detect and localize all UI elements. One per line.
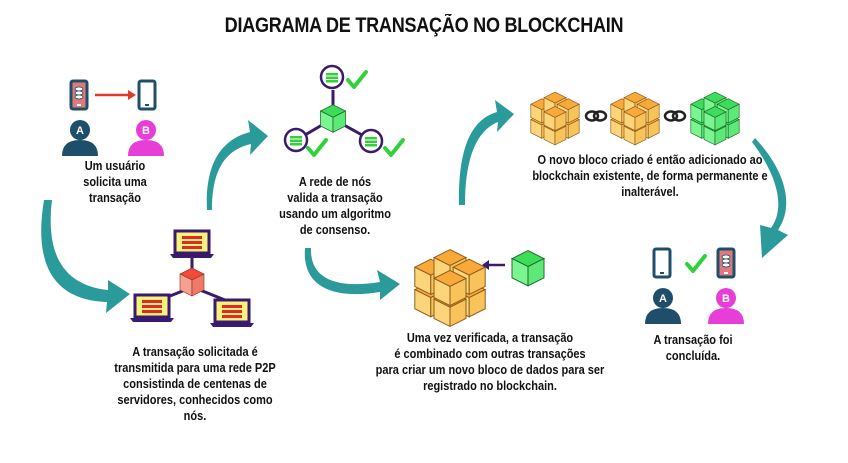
user-a-avatar: A [645,288,681,324]
user-b-avatar: B [708,288,744,324]
validator-node-icon [358,128,384,154]
phone-with-coins-icon [69,79,89,111]
svg-text:A: A [76,125,84,137]
validator-node-icon [283,127,309,153]
step-6-caption: A transação foi concluída. [653,333,733,363]
flow-arrow-5-to-6 [752,138,788,258]
step-3-graphic [283,64,405,157]
flow-arrow-4-to-5 [458,100,514,205]
svg-text:B: B [142,125,150,137]
step-4-graphic [415,250,545,327]
step-4-caption: Uma vez verificada, a transação é combin… [375,331,605,393]
check-icon [306,138,328,157]
step-5-graphic [531,92,739,145]
step-1-graphic: A B [62,79,164,156]
laptop-icon [208,298,256,329]
check-icon [383,138,405,157]
user-b-avatar: B [128,120,164,156]
user-a-avatar: A [62,120,98,156]
chain-link-icon [663,110,687,122]
green-cube-icon [511,250,545,287]
phone-icon [137,79,157,111]
validator-node-icon [319,64,345,90]
laptop-icon [168,229,216,260]
green-cube-icon [320,104,346,133]
phone-with-coins-icon [716,247,736,279]
step-3-caption: A rede de nós valida a transação usando … [279,175,391,237]
arrow-left-icon [482,260,505,270]
step-2-caption: A transação solicitada é transmitida par… [114,345,276,423]
green-block-cluster-icon [691,92,739,145]
svg-text:A: A [659,293,667,305]
block-cluster-icon [531,92,579,145]
flow-arrow-3-to-4 [304,248,400,300]
step-1-caption: Um usuário solicita uma transação [83,159,147,205]
flow-arrow-2-to-3 [206,120,268,210]
check-icon [685,254,707,273]
step-5-caption: O novo bloco criado é então adicionado a… [532,153,768,199]
chain-link-icon [584,110,608,122]
svg-text:B: B [722,293,730,305]
phone-icon [652,247,672,279]
cube-cluster-icon [415,250,485,327]
arrow-right-icon [95,90,136,100]
flow-arrow-1-to-2 [41,200,130,313]
step-2-graphic [128,229,256,329]
node-cube-icon [179,267,205,297]
step-6-graphic: A B [645,247,744,324]
block-cluster-icon [611,92,659,145]
diagram-title: DIAGRAMA DE TRANSAÇÃO NO BLOCKCHAIN [224,14,624,37]
laptop-icon [128,293,176,324]
check-icon [346,70,368,89]
